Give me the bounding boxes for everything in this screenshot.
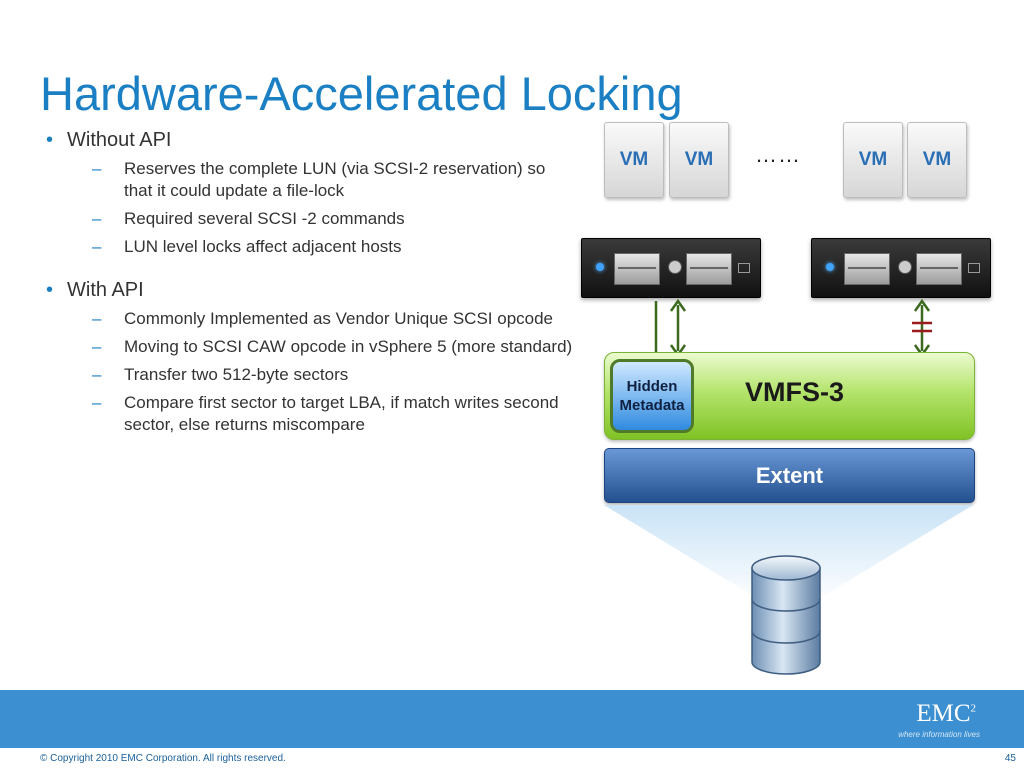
vm-box: VM (843, 122, 903, 198)
drive-bay-icon (916, 253, 962, 285)
sub-bullet: LUN level locks affect adjacent hosts (44, 236, 574, 258)
drive-bay-icon (844, 253, 890, 285)
hidden-metadata-box: Hidden Metadata (610, 359, 694, 433)
vm-box: VM (604, 122, 664, 198)
bullet-with-api: With API (44, 278, 574, 302)
emc-logo: EMC2 (916, 700, 976, 727)
io-arrow-blocked-right (912, 298, 932, 358)
server-host (581, 238, 761, 298)
sub-bullet: Commonly Implemented as Vendor Unique SC… (44, 308, 574, 330)
port-icon (738, 263, 750, 273)
power-led-icon (596, 263, 604, 271)
hidden-metadata-line2: Metadata (619, 397, 685, 414)
projection-cone (604, 505, 973, 605)
storage-lun-icon (751, 555, 821, 675)
sub-bullet: Transfer two 512-byte sectors (44, 364, 574, 386)
vm-box: VM (669, 122, 729, 198)
hidden-metadata-line1: Hidden (626, 378, 678, 395)
sub-bullet: Reserves the complete LUN (via SCSI-2 re… (44, 158, 574, 202)
drive-bay-icon (686, 253, 732, 285)
sub-bullet: Moving to SCSI CAW opcode in vSphere 5 (… (44, 336, 574, 358)
drive-bay-icon (614, 253, 660, 285)
io-arrows-left (654, 298, 687, 358)
bullet-without-api: Without API (44, 128, 574, 152)
copyright-text: © Copyright 2010 EMC Corporation. All ri… (40, 753, 286, 764)
knob-icon (898, 260, 912, 274)
vmfs-label: VMFS-3 (745, 377, 845, 407)
page-number: 45 (1004, 753, 1016, 764)
vmfs-volume: Hidden Metadata VMFS-3 (604, 352, 975, 440)
port-icon (968, 263, 980, 273)
server-host (811, 238, 991, 298)
emc-tagline: where information lives (898, 730, 980, 739)
bullet-list: Without API Reserves the complete LUN (v… (44, 128, 574, 442)
sub-bullet: Compare first sector to target LBA, if m… (44, 392, 574, 436)
knob-icon (668, 260, 682, 274)
sub-bullet: Required several SCSI -2 commands (44, 208, 574, 230)
footer-band (0, 690, 1024, 748)
ellipsis: …… (755, 142, 801, 167)
power-led-icon (826, 263, 834, 271)
extent-bar: Extent (604, 448, 975, 503)
vm-box: VM (907, 122, 967, 198)
slide-title: Hardware-Accelerated Locking (40, 67, 683, 120)
